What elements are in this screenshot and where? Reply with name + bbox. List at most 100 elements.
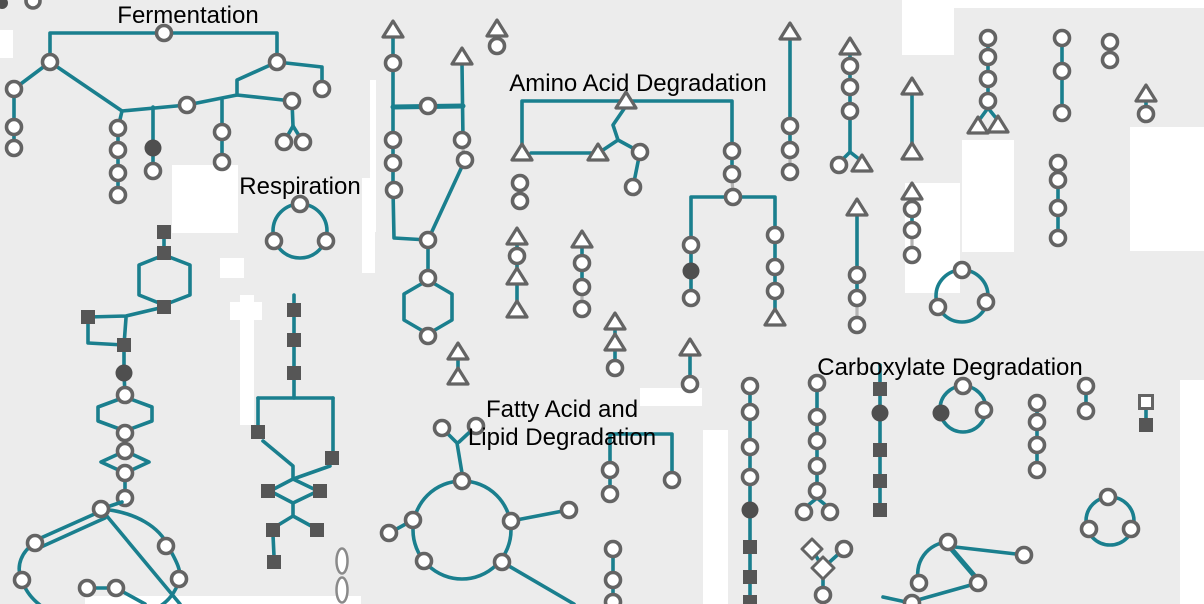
metabolite-node[interactable]	[603, 539, 623, 559]
metabolite-node[interactable]	[1076, 376, 1096, 396]
metabolite-node-triangle[interactable]	[446, 366, 470, 386]
metabolite-node[interactable]	[1121, 519, 1141, 539]
metabolite-node-triangle[interactable]	[450, 46, 474, 66]
pathway-glyph-chain-r[interactable]	[1134, 83, 1158, 124]
metabolite-node-triangle[interactable]	[900, 141, 924, 161]
metabolite-node[interactable]	[1048, 228, 1068, 248]
metabolite-node[interactable]	[840, 101, 860, 121]
metabolite-node[interactable]	[452, 471, 472, 491]
metabolite-node[interactable]	[847, 265, 867, 285]
pathway-glyph-left-squares-column[interactable]	[81, 225, 192, 508]
metabolite-node-triangle[interactable]	[570, 229, 594, 249]
metabolite-node-triangle[interactable]	[845, 197, 869, 217]
metabolite-node[interactable]	[384, 180, 404, 200]
metabolite-node-triangle[interactable]	[763, 307, 787, 327]
metabolite-node-filled[interactable]	[741, 501, 759, 519]
metabolite-node[interactable]	[938, 532, 958, 552]
metabolite-node-square[interactable]	[267, 555, 281, 569]
metabolite-node-triangle[interactable]	[900, 76, 924, 96]
metabolite-node[interactable]	[177, 95, 197, 115]
metabolite-node[interactable]	[1079, 519, 1099, 539]
metabolite-node[interactable]	[212, 152, 232, 172]
pathway-glyph-chain-h[interactable]	[446, 341, 470, 386]
pathway-glyph-chain-u[interactable]	[794, 373, 840, 522]
metabolite-node[interactable]	[115, 385, 135, 405]
metabolite-node[interactable]	[829, 155, 849, 175]
metabolite-node[interactable]	[978, 91, 998, 111]
metabolite-node[interactable]	[12, 570, 32, 590]
metabolite-node[interactable]	[154, 23, 174, 43]
metabolite-node-triangle[interactable]	[678, 337, 702, 357]
metabolite-node-square[interactable]	[743, 540, 757, 554]
metabolite-node-square[interactable]	[873, 474, 887, 488]
metabolite-node[interactable]	[1052, 103, 1072, 123]
metabolite-node[interactable]	[807, 481, 827, 501]
metabolite-node[interactable]	[1048, 170, 1068, 190]
metabolite-node[interactable]	[1014, 545, 1034, 565]
metabolite-node-square[interactable]	[157, 225, 171, 239]
pathway-glyph-cycle-w[interactable]	[932, 376, 994, 434]
metabolite-node[interactable]	[316, 231, 336, 251]
metabolite-node-square-open[interactable]	[1138, 394, 1154, 410]
metabolite-node[interactable]	[1100, 50, 1120, 70]
metabolite-node[interactable]	[978, 28, 998, 48]
metabolite-node[interactable]	[1052, 61, 1072, 81]
metabolite-node-triangle[interactable]	[838, 36, 862, 56]
metabolite-node-triangle[interactable]	[603, 311, 627, 331]
metabolite-node[interactable]	[722, 164, 742, 184]
metabolite-node[interactable]	[40, 52, 60, 72]
metabolite-node[interactable]	[1100, 32, 1120, 52]
metabolite-node[interactable]	[169, 569, 189, 589]
metabolite-node[interactable]	[1098, 487, 1118, 507]
metabolite-node-triangle[interactable]	[900, 181, 924, 201]
metabolite-node[interactable]	[840, 77, 860, 97]
metabolite-node[interactable]	[978, 69, 998, 89]
pathway-glyph-chain-d[interactable]	[505, 226, 529, 319]
pathway-glyph-chain-o[interactable]	[966, 28, 1010, 135]
metabolite-node[interactable]	[507, 246, 527, 266]
metabolite-node[interactable]	[418, 326, 438, 346]
metabolite-node[interactable]	[106, 578, 126, 598]
metabolite-node[interactable]	[492, 552, 512, 572]
metabolite-node[interactable]	[108, 118, 128, 138]
metabolite-node[interactable]	[740, 467, 760, 487]
metabolite-node[interactable]	[630, 142, 650, 162]
metabolite-node[interactable]	[840, 56, 860, 76]
metabolite-node-square[interactable]	[287, 303, 301, 317]
metabolite-node-square[interactable]	[251, 425, 265, 439]
metabolite-node-square[interactable]	[81, 310, 95, 324]
pathway-glyph-chain-bottom-center[interactable]	[603, 539, 623, 604]
pathway-glyph-cycle-n[interactable]	[928, 260, 996, 324]
metabolite-node[interactable]	[108, 163, 128, 183]
metabolite-node[interactable]	[432, 418, 452, 438]
metabolite-node-diamond[interactable]	[800, 537, 824, 561]
metabolite-node-square[interactable]	[743, 595, 757, 604]
pathway-glyph-chain-f[interactable]	[603, 311, 627, 378]
metabolite-node[interactable]	[813, 585, 833, 604]
pathway-glyph-amino-acid-cluster[interactable]	[510, 90, 787, 327]
metabolite-node[interactable]	[274, 132, 294, 152]
metabolite-node[interactable]	[928, 297, 948, 317]
metabolite-node-filled[interactable]	[932, 404, 950, 422]
metabolite-node[interactable]	[662, 470, 682, 490]
metabolite-node[interactable]	[794, 502, 814, 522]
metabolite-node-square[interactable]	[325, 451, 339, 465]
metabolite-node[interactable]	[572, 277, 592, 297]
metabolite-node-triangle[interactable]	[485, 18, 509, 38]
pathway-glyph-cycle-aa[interactable]	[1079, 487, 1141, 547]
metabolite-node[interactable]	[418, 230, 438, 250]
metabolite-node[interactable]	[902, 199, 922, 219]
metabolite-node[interactable]	[902, 220, 922, 240]
metabolite-node[interactable]	[765, 225, 785, 245]
pathway-glyph-fatty-acid-cycle[interactable]	[379, 416, 579, 604]
metabolite-node[interactable]	[807, 373, 827, 393]
pathway-glyph-chain-p[interactable]	[1052, 28, 1072, 123]
metabolite-node[interactable]	[740, 376, 760, 396]
metabolite-node-triangle[interactable]	[586, 142, 610, 162]
metabolite-node[interactable]	[681, 288, 701, 308]
pathway-glyph-respiration-cycle[interactable]	[264, 194, 336, 260]
pathway-glyph-squares-diamond-cluster[interactable]	[251, 293, 339, 569]
metabolite-node[interactable]	[974, 400, 994, 420]
metabolite-node[interactable]	[765, 257, 785, 277]
metabolite-node-square[interactable]	[873, 503, 887, 517]
